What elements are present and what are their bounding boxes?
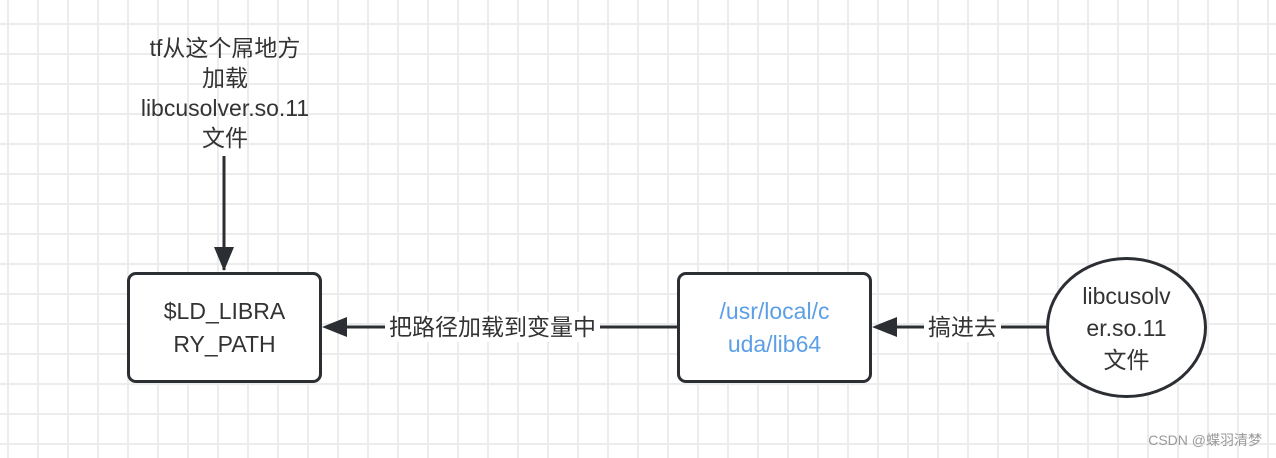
node-libcusolver-file-line: er.so.11 bbox=[1086, 314, 1167, 341]
node-libcusolver-file[interactable]: libcusolv er.so.11 文件 bbox=[1046, 257, 1207, 398]
edge-label-load-path: 把路径加载到变量中 bbox=[385, 312, 600, 342]
arrowhead-left-icon bbox=[872, 317, 897, 337]
node-libcusolver-file-line: 文件 bbox=[1103, 346, 1150, 373]
node-cuda-lib64-line: uda/lib64 bbox=[727, 330, 822, 357]
node-ld-library-path-line: $LD_LIBRA bbox=[163, 297, 286, 324]
arrowhead-left-icon bbox=[322, 317, 347, 337]
node-cuda-lib64[interactable]: /usr/local/c uda/lib64 bbox=[677, 272, 872, 383]
node-ld-library-path-line: RY_PATH bbox=[173, 330, 276, 357]
arrowhead-down-icon bbox=[214, 247, 234, 271]
node-ld-library-path[interactable]: $LD_LIBRA RY_PATH bbox=[127, 272, 322, 383]
top-note: tf从这个屌地方 加载 libcusolver.so.11 文件 bbox=[114, 33, 336, 153]
top-note-line: 加载 bbox=[202, 65, 248, 91]
top-note-line: tf从这个屌地方 bbox=[149, 35, 301, 61]
node-libcusolver-file-line: libcusolv bbox=[1082, 282, 1171, 309]
watermark: CSDN @蝶羽清梦 bbox=[1148, 432, 1262, 448]
edge-label-put-in: 搞进去 bbox=[924, 312, 1001, 342]
node-cuda-lib64-line: /usr/local/c bbox=[719, 297, 830, 324]
top-note-line: 文件 bbox=[202, 125, 248, 151]
top-note-line: libcusolver.so.11 bbox=[140, 95, 310, 121]
